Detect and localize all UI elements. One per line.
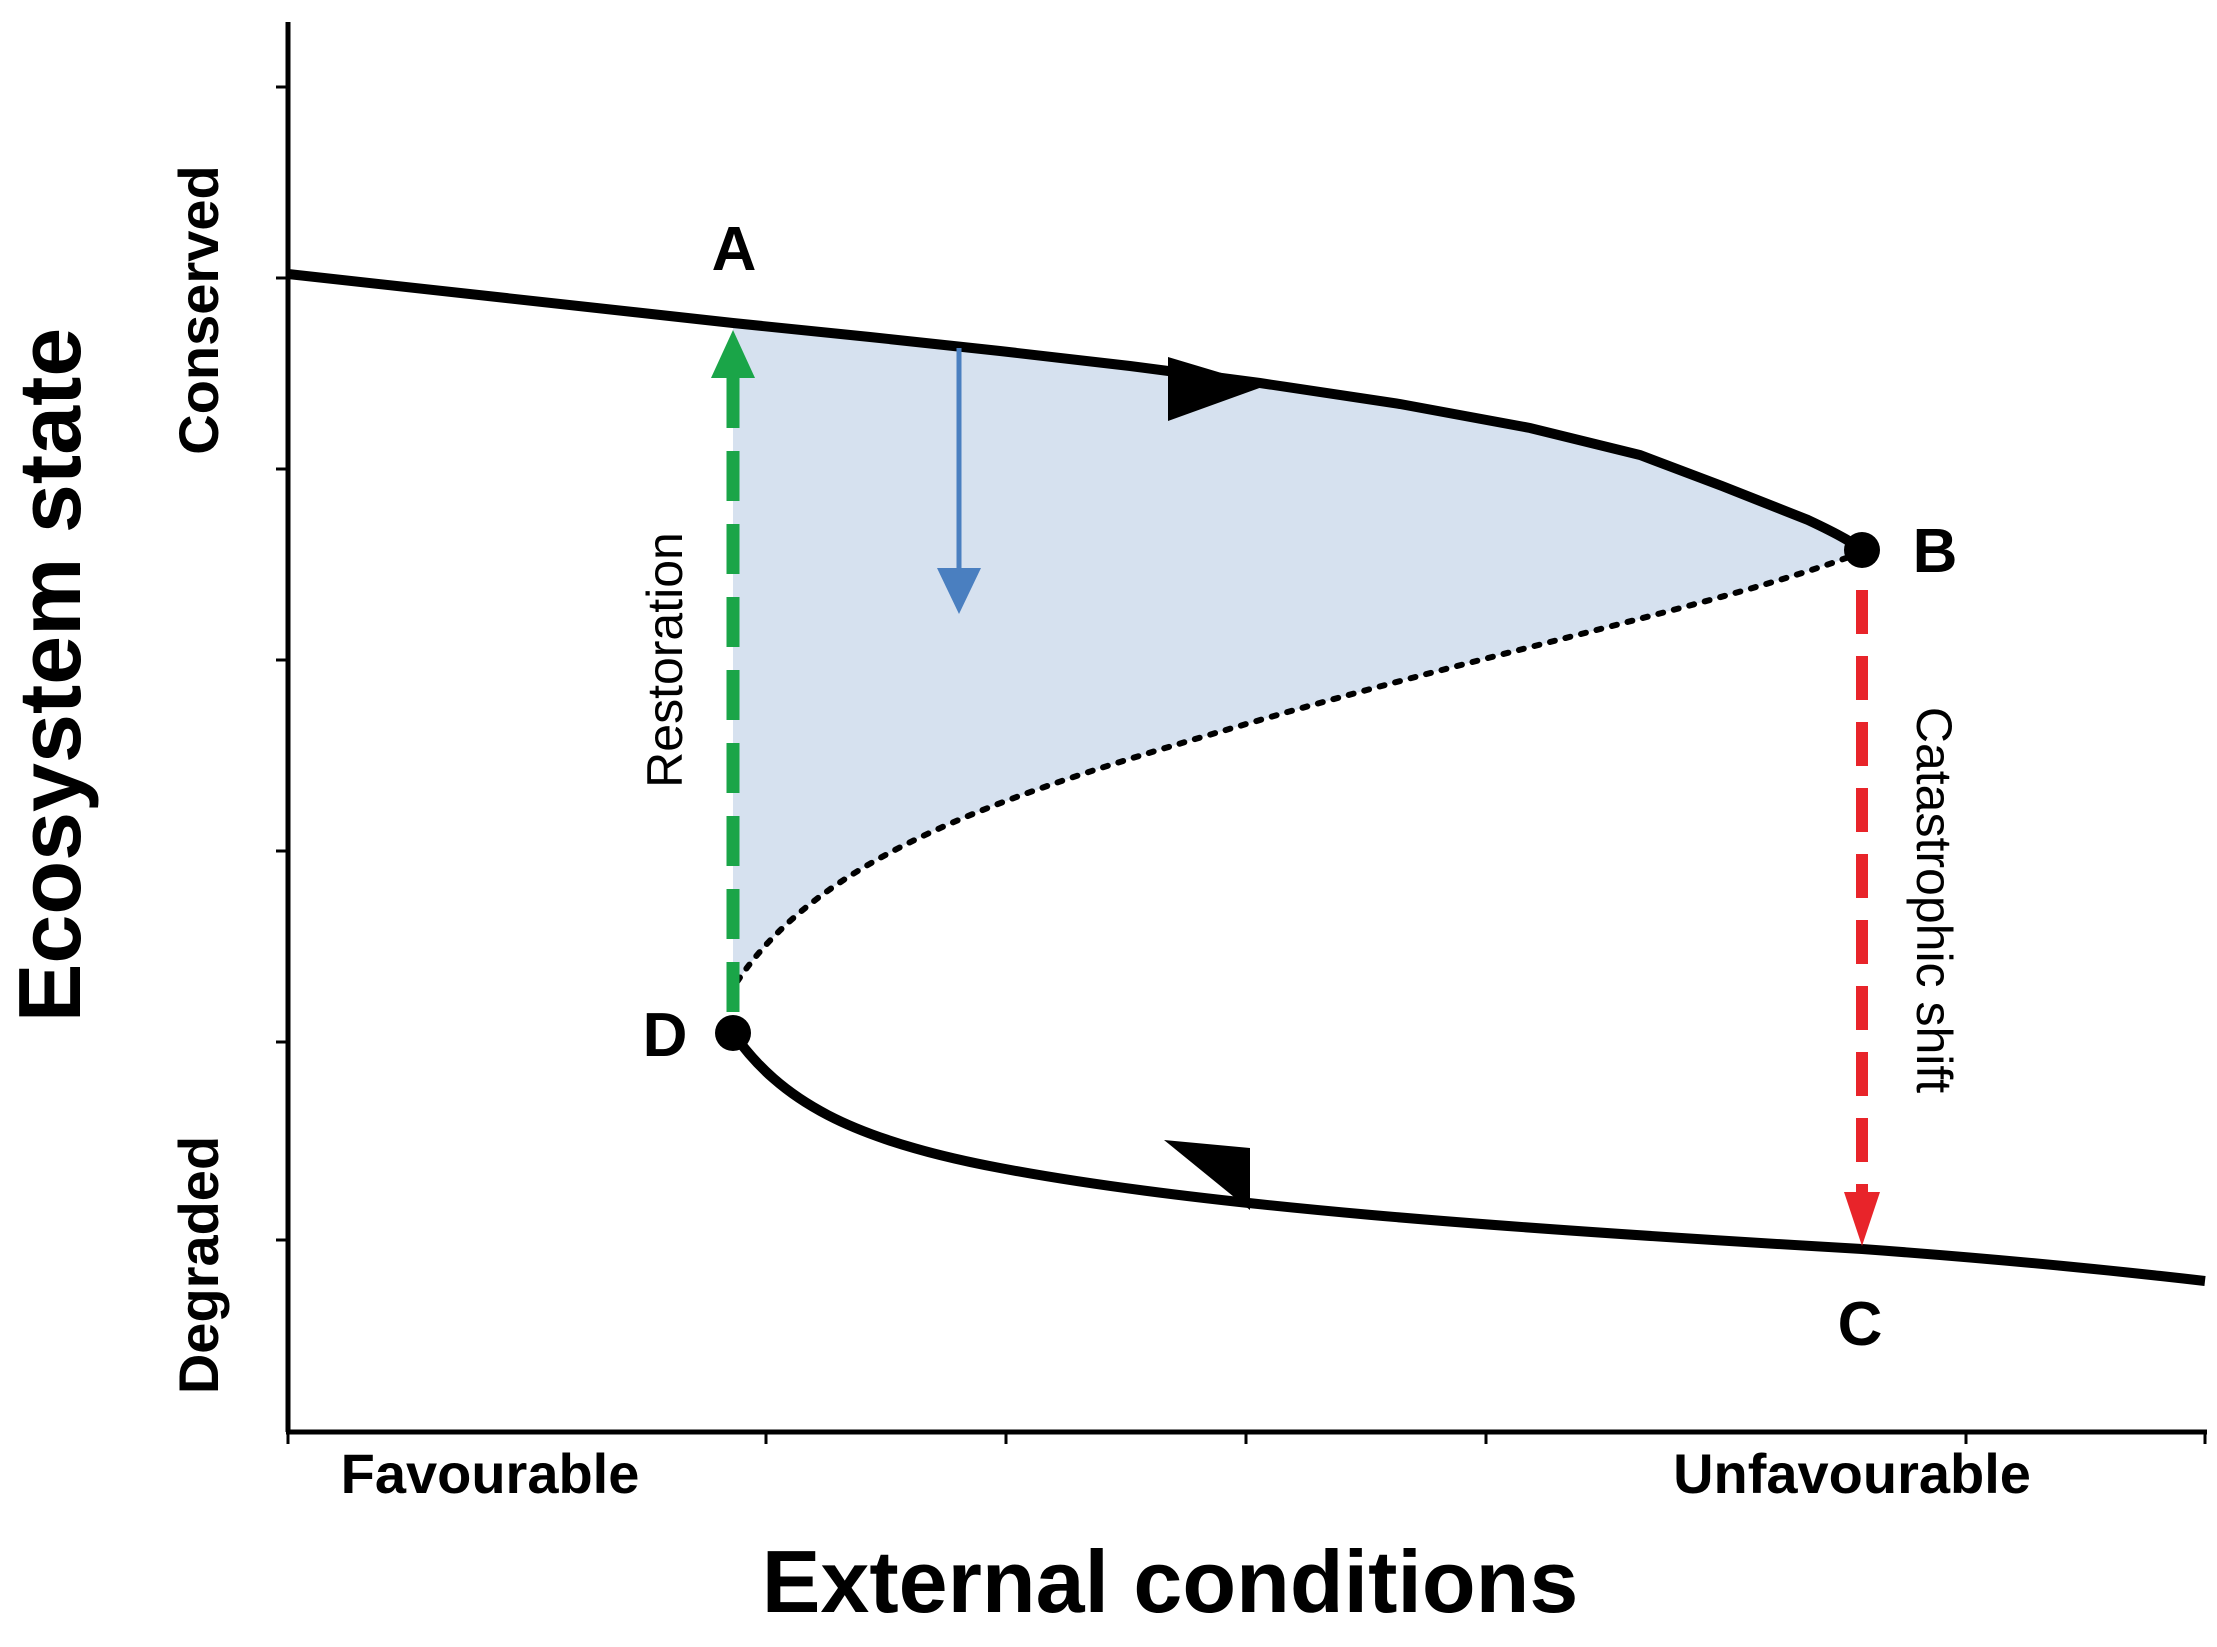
restoration-arrowhead xyxy=(711,330,755,378)
point-b-label: B xyxy=(1913,517,1958,586)
unstable-branch xyxy=(730,549,1865,991)
catastrophic-shift-label: Catastrophic shift xyxy=(1906,707,1962,1093)
restoration-label: Restoration xyxy=(637,532,693,788)
point-a-label: A xyxy=(712,215,757,284)
y-high-label: Conserved xyxy=(167,165,230,454)
perturbation-arrowhead xyxy=(937,568,981,614)
upper-branch-direction-arrow xyxy=(1168,357,1265,421)
y-low-label: Degraded xyxy=(167,1136,230,1394)
x-low-label: Favourable xyxy=(341,1442,640,1505)
x-axis-title: External conditions xyxy=(762,1532,1579,1631)
x-axis-ticks xyxy=(286,1432,2207,1444)
tipping-point-d-marker xyxy=(715,1015,751,1051)
point-d-label: D xyxy=(643,1001,688,1070)
bistable-region xyxy=(733,323,1862,988)
x-high-label: Unfavourable xyxy=(1673,1442,2031,1505)
lower-branch-direction-arrow xyxy=(1164,1140,1250,1210)
y-axis-title: Ecosystem state xyxy=(0,328,99,1023)
catastrophic-shift-arrowhead xyxy=(1844,1192,1880,1246)
lower-stable-branch xyxy=(728,1030,2206,1286)
tipping-point-b-marker xyxy=(1844,532,1880,568)
y-axis-ticks xyxy=(276,85,288,1242)
point-c-label: C xyxy=(1838,1290,1883,1359)
